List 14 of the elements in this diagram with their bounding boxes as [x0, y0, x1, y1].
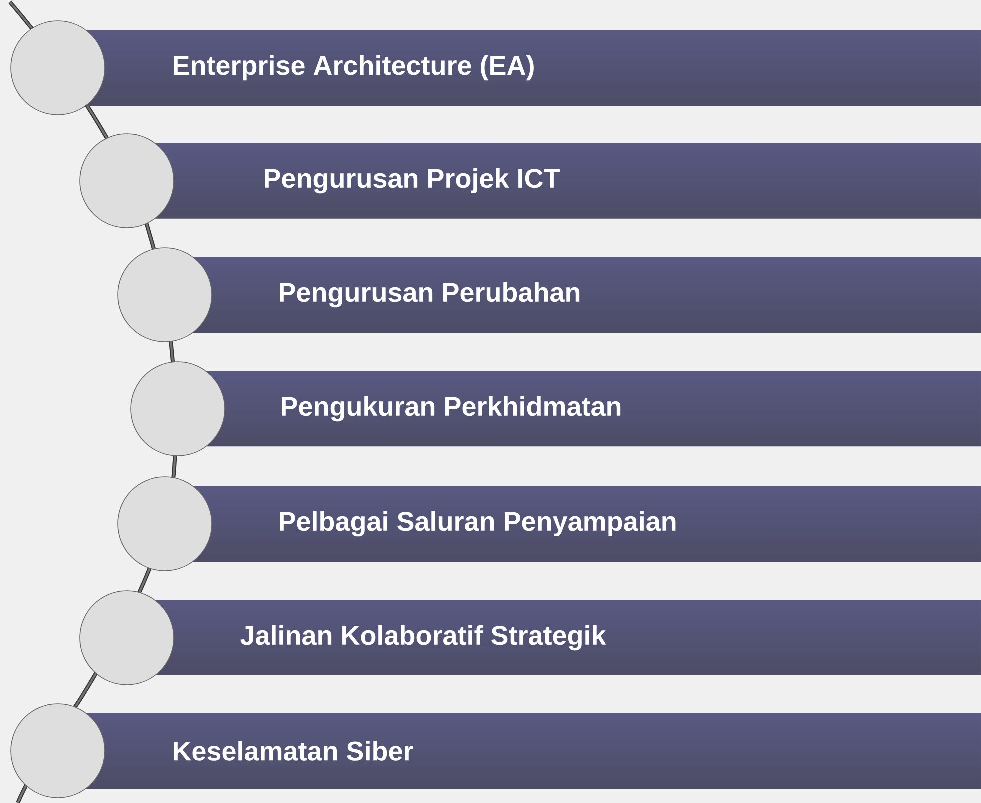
node-text: Pengurusan Perubahan: [280, 282, 580, 308]
node-text: Pengukuran Perkhidmatan: [282, 396, 621, 422]
band: Enterprise Architecture (EA): [10, 20, 534, 116]
band: Pelbagai Saluran Penyampaian: [118, 476, 676, 572]
node-text: Keselamatan Siber: [174, 741, 414, 761]
band: Pengurusan Projek ICT: [80, 134, 560, 228]
band: Pengukuran Perkhidmatan: [130, 362, 621, 456]
node-text: Pengurusan Projek ICT: [265, 168, 560, 194]
band: Jalinan Kolaboratif Strategik: [80, 590, 606, 686]
node-text: Enterprise Architecture (EA): [174, 55, 534, 81]
band: Pengurusan Perubahan: [118, 248, 580, 342]
node-text: Pelbagai Saluran Penyampaian: [280, 511, 676, 537]
band: Keselamatan Siber: [10, 704, 414, 798]
node-text: Jalinan Kolaboratif Strategik: [240, 625, 606, 651]
